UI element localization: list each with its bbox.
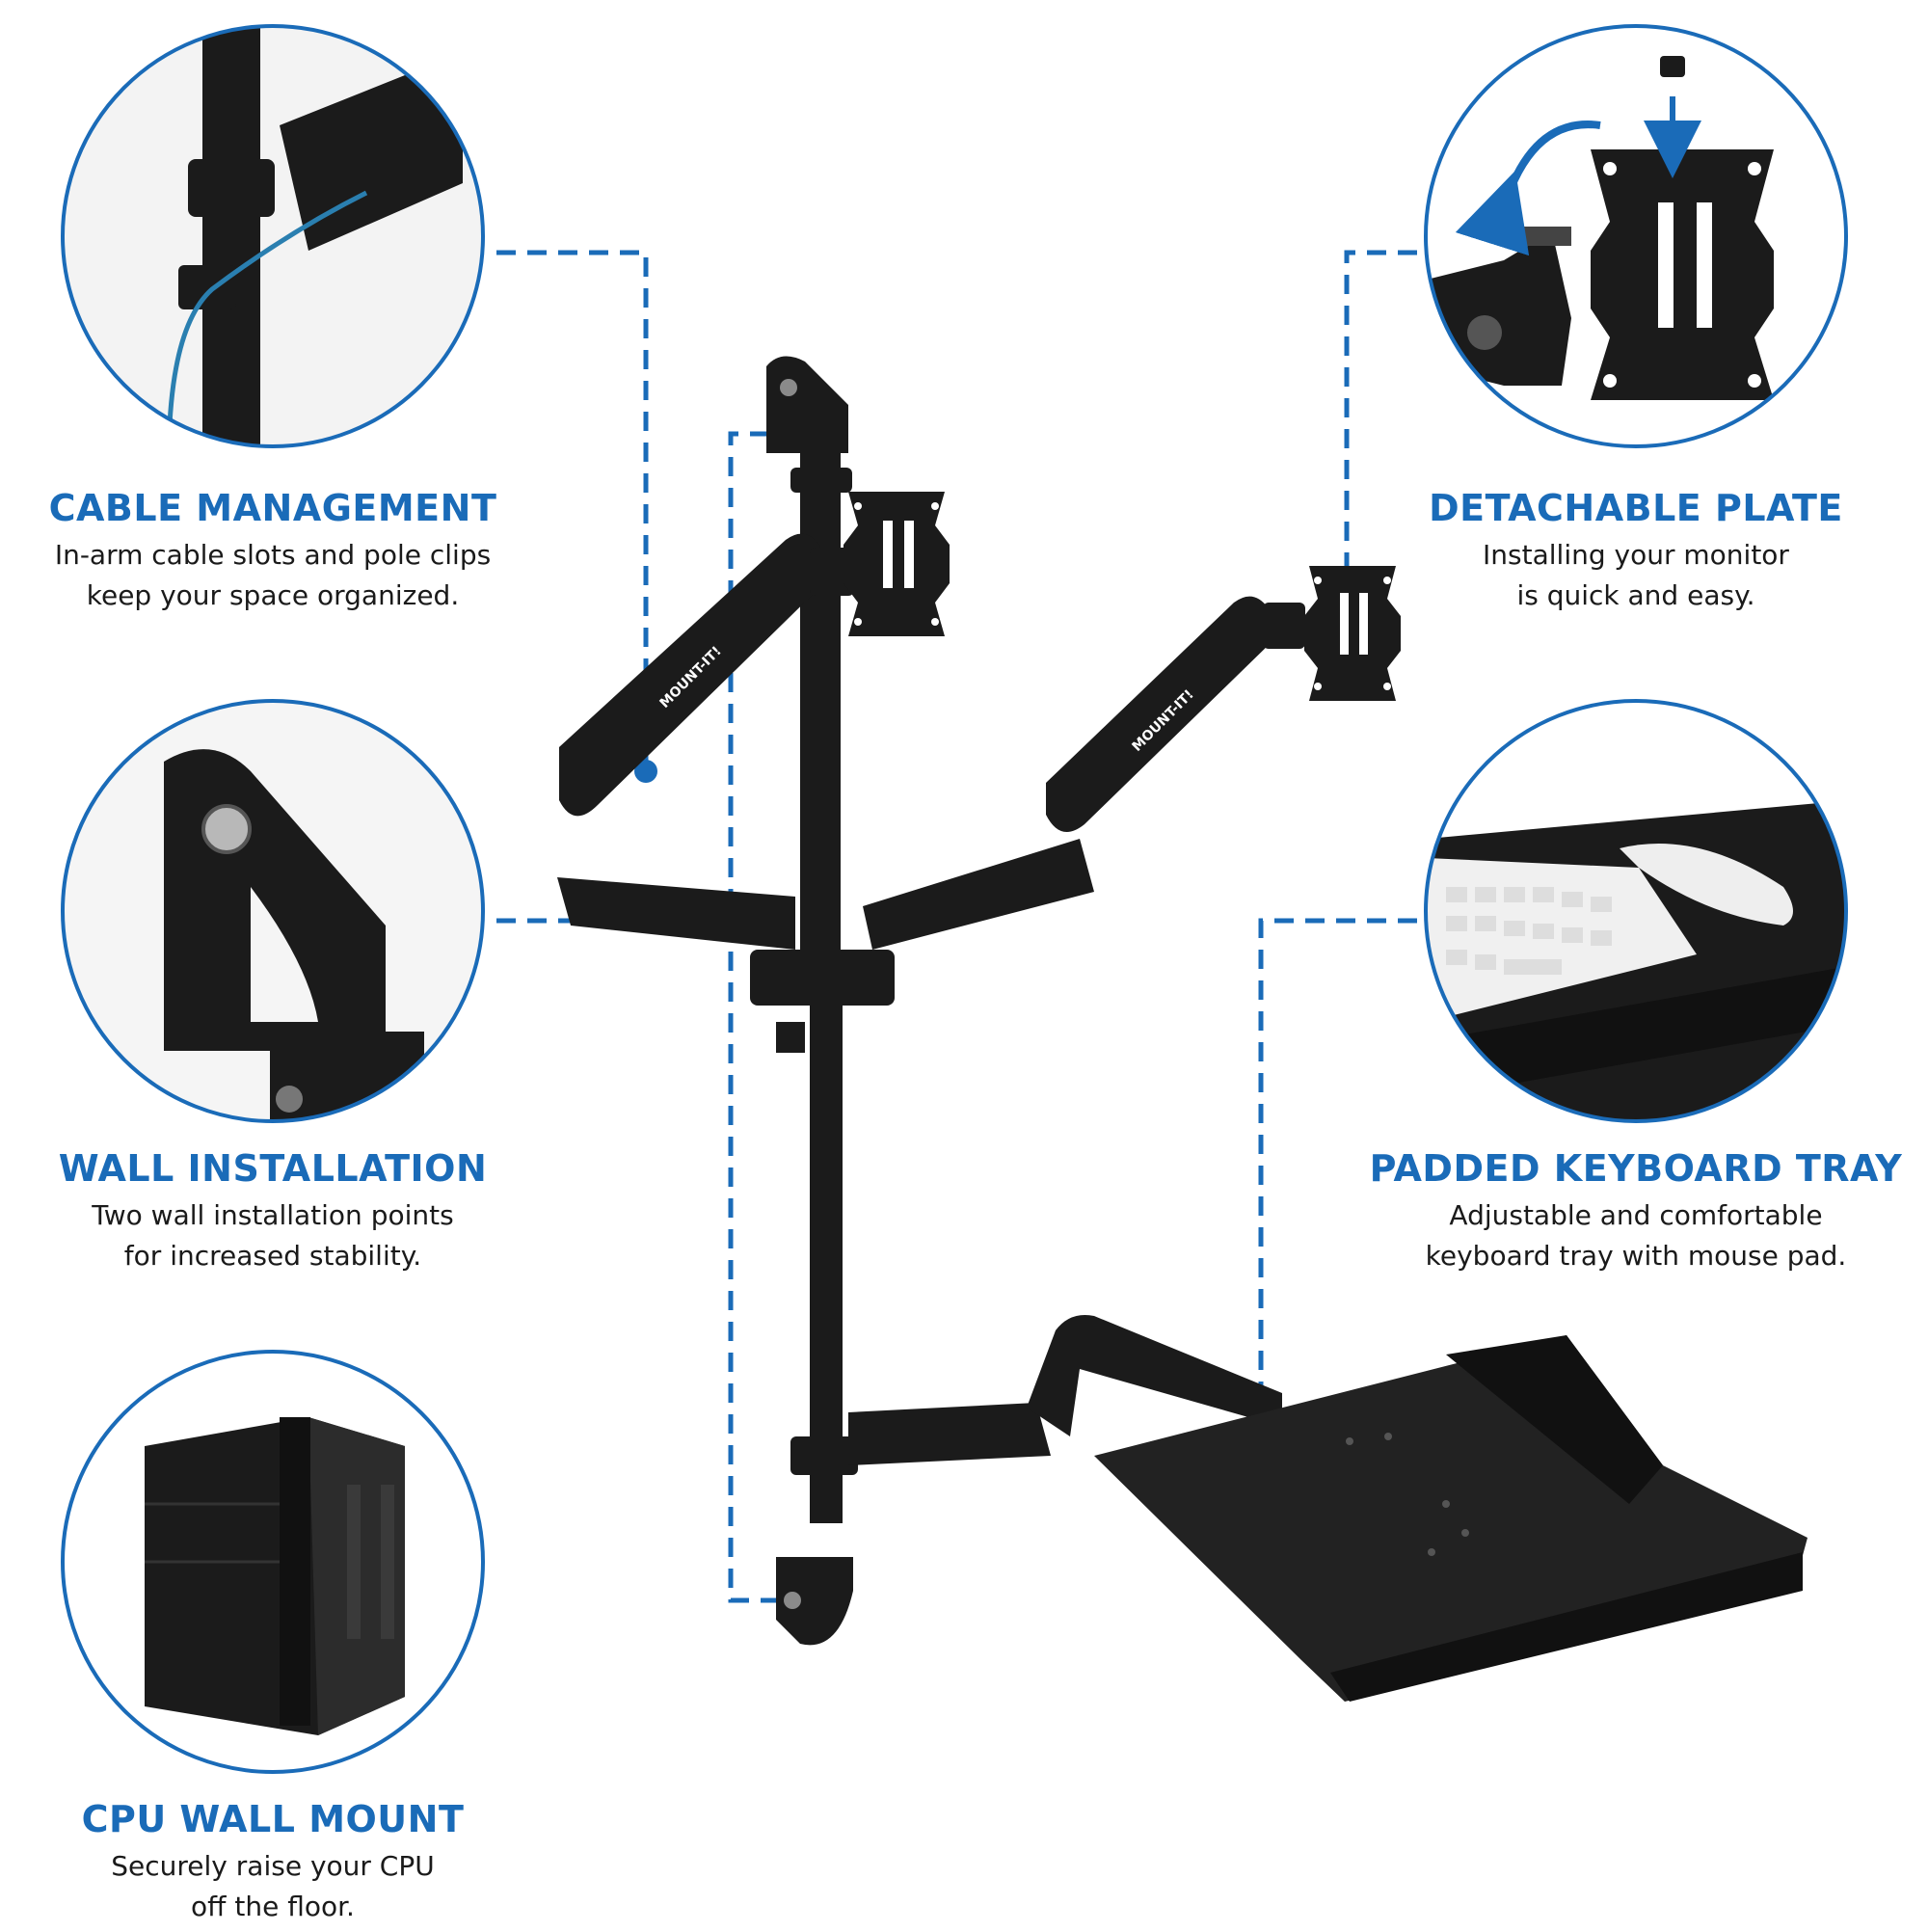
feature-cable-management: CABLE MANAGEMENT In-arm cable slots and … — [3, 487, 543, 616]
pole-collar-mid — [750, 950, 895, 1006]
pole-upper — [800, 443, 841, 983]
padded-keyboard-tray-line1: Adjustable and comfortable — [1449, 1199, 1823, 1231]
cpu-holder-icon — [61, 1350, 485, 1774]
keyboard-tray-icon — [1424, 699, 1848, 1123]
padded-keyboard-tray-title: PADDED KEYBOARD TRAY — [1369, 1147, 1903, 1190]
right-arm-joint — [1263, 603, 1305, 649]
tray-arm-upper — [1027, 1315, 1282, 1436]
feature-cpu-wall-mount: CPU WALL MOUNT Securely raise your CPU o… — [3, 1798, 543, 1927]
left-arm-lower — [557, 877, 795, 950]
connector-wall-bottom — [728, 921, 790, 1603]
cable-clip-icon — [61, 24, 485, 448]
detachable-plate-line2: is quick and easy. — [1516, 579, 1755, 611]
cpu-wall-mount-line2: off the floor. — [191, 1891, 355, 1922]
right-arm-upper — [1046, 596, 1272, 832]
vesa-plate-icon — [1424, 24, 1848, 448]
cpu-wall-mount-line1: Securely raise your CPU — [111, 1850, 435, 1882]
cpu-wall-mount-description: Securely raise your CPU off the floor. — [3, 1846, 543, 1927]
left-arm-joint — [810, 548, 854, 596]
cpu-wall-mount-title: CPU WALL MOUNT — [81, 1798, 465, 1840]
wall-bracket-icon — [61, 699, 485, 1123]
detachable-plate-line1: Installing your monitor — [1483, 539, 1789, 571]
wall-mount-workstation: MOUNT-IT! MOUNT-IT! — [557, 356, 1808, 1702]
connector-detachable-plate — [1344, 250, 1417, 590]
connector-lines — [496, 250, 1417, 1603]
right-vesa-plate-icon — [1304, 566, 1401, 701]
tray-wrist-pad — [1330, 1552, 1803, 1702]
pole-collar-lower — [790, 1436, 858, 1475]
connector-cable-management — [496, 250, 649, 771]
wall-installation-line2: for increased stability. — [123, 1240, 422, 1272]
padded-keyboard-tray-line2: keyboard tray with mouse pad. — [1425, 1240, 1847, 1272]
padded-keyboard-tray-description: Adjustable and comfortable keyboard tray… — [1366, 1195, 1906, 1276]
cable-management-line2: keep your space organized. — [86, 579, 460, 611]
cable-management-line1: In-arm cable slots and pole clips — [54, 539, 492, 571]
feature-wall-installation: WALL INSTALLATION Two wall installation … — [3, 1147, 543, 1276]
detachable-plate-title: DETACHABLE PLATE — [1429, 487, 1843, 529]
top-wall-bracket — [766, 356, 848, 453]
pole-clip — [776, 1022, 805, 1053]
connector-keyboard-tray — [1258, 918, 1417, 1470]
pole-lower — [810, 983, 843, 1523]
tray-arm-lower — [848, 1403, 1051, 1465]
left-vesa-plate-icon — [844, 492, 950, 636]
wall-installation-title: WALL INSTALLATION — [58, 1147, 488, 1190]
feature-padded-keyboard-tray: PADDED KEYBOARD TRAY Adjustable and comf… — [1366, 1147, 1906, 1276]
pole-collar-top — [790, 468, 852, 493]
feature-detachable-plate: DETACHABLE PLATE Installing your monitor… — [1366, 487, 1906, 616]
bottom-wall-bracket — [776, 1557, 853, 1646]
connector-wall-installation — [496, 431, 790, 924]
tray-mouse-pad — [1446, 1335, 1663, 1504]
cable-management-title: CABLE MANAGEMENT — [48, 487, 497, 529]
cable-management-description: In-arm cable slots and pole clips keep y… — [3, 535, 543, 616]
detachable-plate-description: Installing your monitor is quick and eas… — [1366, 535, 1906, 616]
dot-cable — [634, 760, 657, 783]
left-arm-upper — [559, 533, 829, 817]
right-arm-lower — [863, 839, 1094, 950]
wall-installation-line1: Two wall installation points — [92, 1199, 454, 1231]
wall-installation-description: Two wall installation points for increas… — [3, 1195, 543, 1276]
